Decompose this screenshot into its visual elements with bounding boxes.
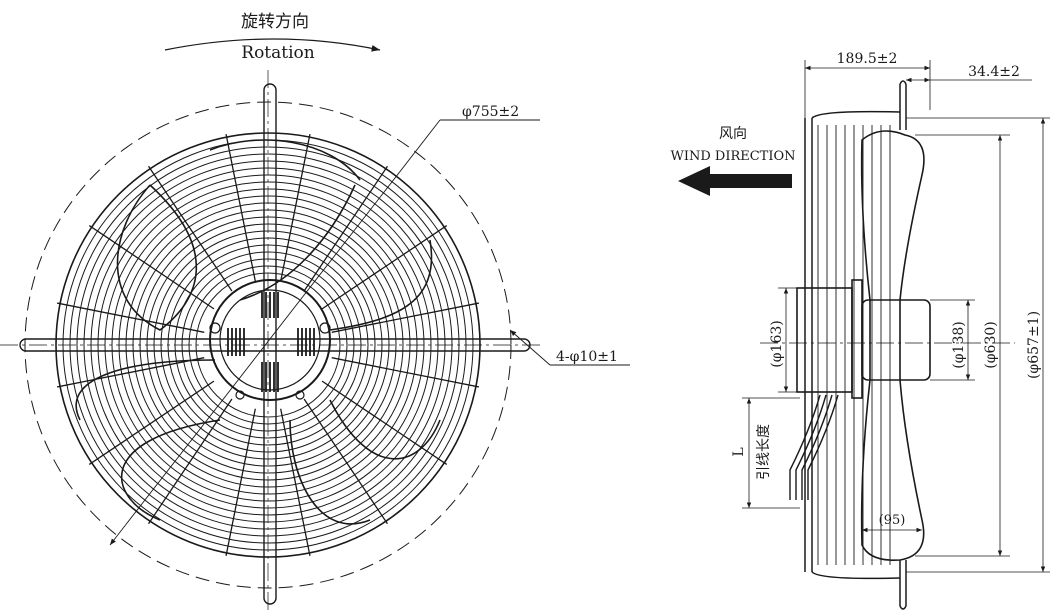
motor-bolt: [295, 390, 305, 400]
rotation-label-en: Rotation: [241, 43, 315, 63]
motor-dia-label: (φ163): [769, 320, 785, 367]
depth-flange-label: 34.4±2: [968, 64, 1020, 80]
blade-side-profile: [860, 130, 925, 562]
blade-width-label: (95): [879, 513, 906, 528]
motor-hub-outer: [209, 279, 331, 401]
wind-direction-cn: 风向: [719, 126, 747, 142]
guard-spoke: [321, 380, 448, 465]
guard-spoke: [148, 165, 233, 292]
fan-blades: [75, 139, 441, 525]
wind-direction-arrow: [678, 166, 792, 196]
outer-diameter-leader: [109, 119, 441, 546]
outer-diameter-label: φ755±2: [462, 104, 519, 120]
guard-spoke: [88, 380, 215, 465]
guard-spoke: [225, 134, 256, 282]
guard-spoke: [88, 225, 215, 310]
lead-length-label: 引线长度: [756, 424, 772, 480]
guard-spoke: [280, 408, 311, 556]
guard-spoke: [331, 357, 479, 388]
motor-bolt: [319, 322, 331, 334]
lead-wires: [789, 394, 839, 500]
rotation-arrow: [164, 38, 381, 52]
guard-side-outline: [804, 80, 907, 610]
guard-spoke: [57, 302, 205, 333]
guard-spokes: [57, 134, 479, 556]
guard-spoke: [225, 408, 256, 556]
rotation-label-cn: 旋转方向: [241, 12, 309, 32]
motor-bolt: [235, 390, 245, 400]
hub-dia-label: (φ138): [951, 321, 967, 368]
guard-spoke: [280, 134, 311, 282]
motor-bolt: [209, 322, 221, 334]
guard-spoke: [331, 302, 479, 333]
front-view: 旋转方向 Rotation φ755±2 4-φ10±1: [0, 12, 630, 610]
mounting-hole-label: 4-φ10±1: [556, 349, 618, 365]
guard-spoke: [321, 225, 448, 310]
guard-spoke: [303, 165, 388, 292]
lead-length-symbol: L: [731, 447, 747, 456]
depth-total-label: 189.5±2: [837, 51, 898, 67]
wind-direction-en: WIND DIRECTION: [670, 149, 795, 164]
motor-side: [796, 279, 931, 399]
guard-spoke: [57, 357, 205, 388]
blade-dia-label: (φ630): [983, 321, 999, 368]
guard-side-grille: [817, 125, 891, 565]
motor-cooling-fins: [227, 292, 315, 392]
mounting-hole-leader: [509, 329, 551, 366]
frame-dia-label: (φ657±1): [1026, 311, 1042, 379]
mounting-bars: [19, 83, 531, 605]
guard-spoke: [303, 398, 388, 525]
side-view: 风向 WIND DIRECTION: [670, 51, 1050, 610]
